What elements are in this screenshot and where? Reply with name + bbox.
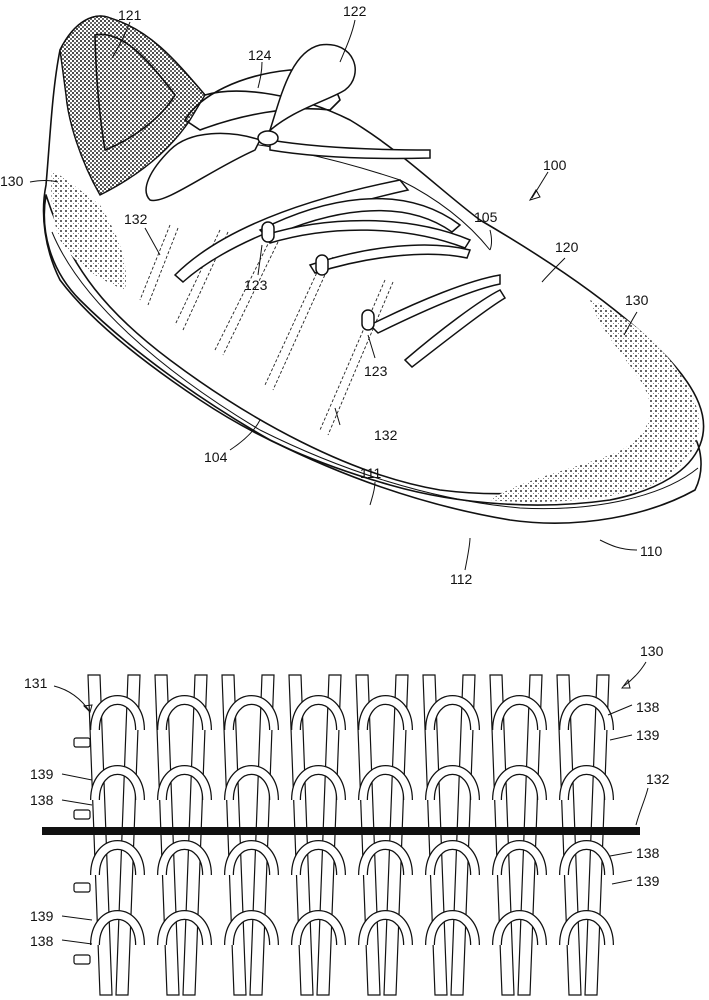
label-130-toe: 130 — [625, 292, 649, 308]
label-123-right: 123 — [364, 363, 388, 379]
label-138-r2: 138 — [636, 845, 660, 861]
shoe-illustration — [44, 16, 704, 523]
label-139-r2: 139 — [636, 873, 660, 889]
label-132-knit: 132 — [646, 771, 670, 787]
label-138-l1: 138 — [30, 792, 54, 808]
label-121: 121 — [118, 7, 142, 23]
label-131: 131 — [24, 675, 48, 691]
heel-knit-zone — [51, 170, 126, 290]
tensile-strand — [42, 827, 640, 835]
label-139-l1: 139 — [30, 766, 54, 782]
label-100: 100 — [543, 157, 567, 173]
label-120: 120 — [555, 239, 579, 255]
label-132-left: 132 — [124, 211, 148, 227]
label-130-knit: 130 — [640, 643, 664, 659]
label-122: 122 — [343, 3, 367, 19]
knit-structure-detail — [42, 675, 640, 995]
label-139-r1: 139 — [636, 727, 660, 743]
label-124: 124 — [248, 47, 272, 63]
label-132-right: 132 — [374, 427, 398, 443]
label-111: 111 — [360, 465, 381, 481]
label-104: 104 — [204, 449, 228, 465]
label-123-left: 123 — [244, 277, 268, 293]
label-138-l2: 138 — [30, 933, 54, 949]
label-112: 112 — [450, 571, 473, 587]
label-105: 105 — [474, 209, 498, 225]
label-110: 110 — [640, 543, 663, 559]
label-139-l2: 139 — [30, 908, 54, 924]
label-138-r1: 138 — [636, 699, 660, 715]
toe-knit-zone — [490, 300, 700, 502]
edge-stubs — [74, 738, 90, 964]
label-130-heel: 130 — [0, 173, 24, 189]
